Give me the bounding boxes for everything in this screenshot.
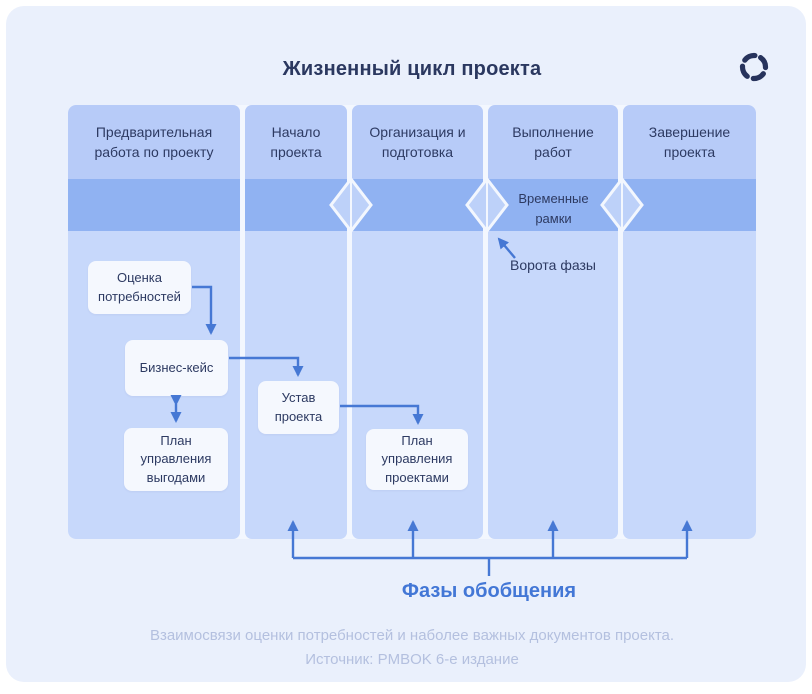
timeline-band-segment: [488, 179, 618, 231]
page-title: Жизненный цикл проекта: [282, 58, 542, 80]
doc-box-project-charter: Устав проекта: [258, 381, 339, 434]
doc-box-needs-assessment: Оценка потребностей: [88, 261, 191, 314]
phase-gate-label: Ворота фазы: [510, 257, 596, 273]
phase-column-body: [623, 231, 756, 539]
phase-column-execution: Выполнение работ: [488, 105, 618, 539]
doc-box-project-management-plan: План управления проектами: [366, 429, 468, 490]
phase-column-header: Выполнение работ: [488, 105, 618, 179]
footer-line-2: Источник: PMBOK 6-е издание: [305, 651, 519, 668]
timeline-band-segment: [68, 179, 240, 231]
phase-column-body: [488, 231, 618, 539]
phase-column-header: Предварительная работа по проекту: [68, 105, 240, 179]
doc-box-business-case: Бизнес-кейс: [125, 340, 228, 396]
brand-logo-icon: [739, 52, 769, 82]
phase-column-header: Начало проекта: [245, 105, 347, 179]
timeline-band-segment: [623, 179, 756, 231]
phase-column-body: [352, 231, 483, 539]
phase-column-header: Организация и подготовка: [352, 105, 483, 179]
phase-column-header: Завершение проекта: [623, 105, 756, 179]
doc-box-benefits-plan: План управления выгодами: [124, 428, 228, 491]
phase-column-closing: Завершение проекта: [623, 105, 756, 539]
phase-column-start: Начало проекта: [245, 105, 347, 539]
timeline-band-segment: [245, 179, 347, 231]
timeline-band-label: Временные рамки: [518, 191, 589, 226]
footer-line-1: Взаимосвязи оценки потребностей и наболе…: [149, 627, 675, 644]
timeline-band-segment: [352, 179, 483, 231]
phases-summary-label: Фазы обобщения: [401, 580, 577, 602]
footer-caption: Взаимосвязи оценки потребностей и наболе…: [6, 624, 812, 672]
infographic-canvas: Жизненный цикл проекта Предварительная р…: [6, 6, 806, 682]
